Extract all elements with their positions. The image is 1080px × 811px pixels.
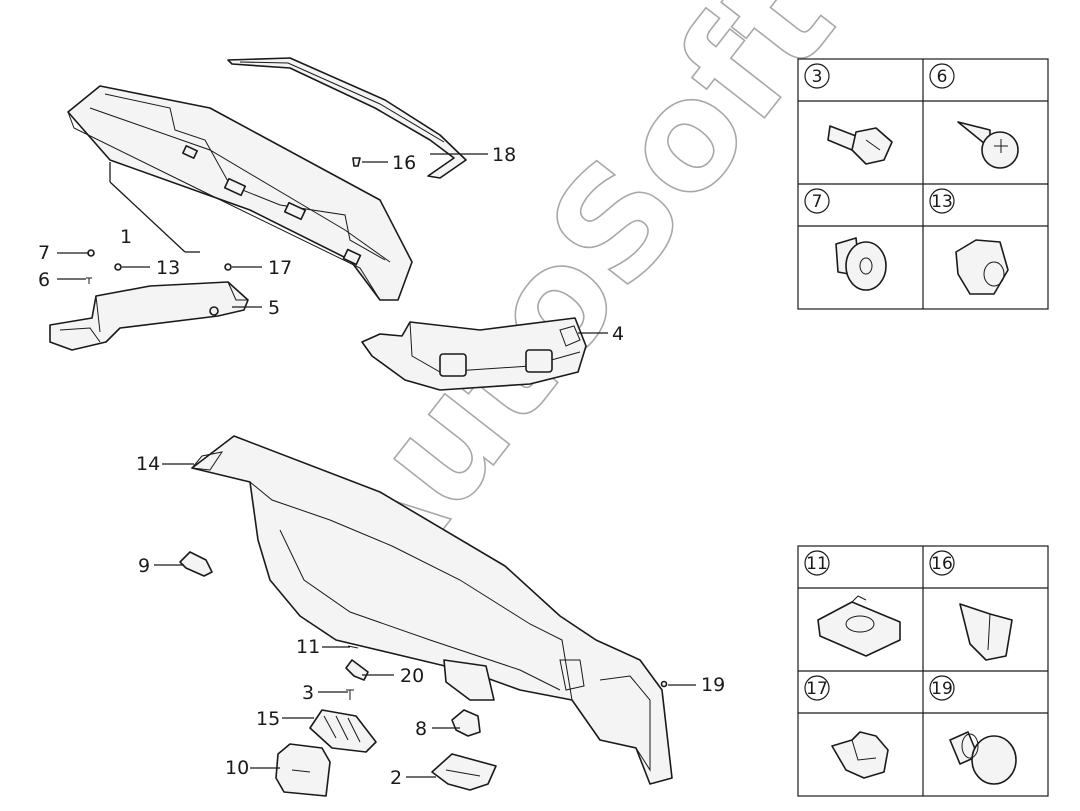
callout-6: 6 <box>38 269 50 291</box>
callout-1: 1 <box>120 226 132 248</box>
fastener-legend-top: 3 6 7 13 <box>797 58 1049 310</box>
legend-bottom-3: 19 <box>931 679 953 699</box>
push-clip-icon <box>835 237 887 291</box>
part-14-lower-trim-panel[interactable] <box>191 435 673 785</box>
speed-nut-icon <box>817 595 901 657</box>
callout-2: 2 <box>390 767 402 789</box>
retainer-clip-icon <box>831 731 889 779</box>
legend-top-0: 3 <box>812 67 823 87</box>
callout-3: 3 <box>302 682 314 704</box>
leader-lines <box>57 153 696 778</box>
legend-bottom-2: 17 <box>806 679 828 699</box>
callout-14: 14 <box>136 453 160 475</box>
fastener-legend-bottom: 11 16 17 19 <box>797 545 1049 797</box>
part-20-clip[interactable] <box>345 659 369 681</box>
part-1-upper-trim[interactable] <box>67 85 413 301</box>
part-10-cap[interactable] <box>275 743 331 797</box>
callout-5: 5 <box>268 297 280 319</box>
callout-8: 8 <box>415 718 427 740</box>
callout-13: 13 <box>156 257 180 279</box>
part-15-cover[interactable] <box>309 709 377 753</box>
callout-20: 20 <box>400 665 424 687</box>
callout-19: 19 <box>701 674 725 696</box>
grommet-nut-icon <box>955 239 1009 295</box>
callout-15: 15 <box>256 708 280 730</box>
part-4-center-bracket[interactable] <box>361 317 587 391</box>
callout-17: 17 <box>268 257 292 279</box>
spring-clip-icon <box>959 603 1013 661</box>
screw-icon <box>957 121 1019 169</box>
part-8-clip[interactable] <box>451 709 481 737</box>
part-2-handle[interactable] <box>431 753 497 791</box>
part-18-seal-strip[interactable] <box>227 57 467 179</box>
legend-top-1: 6 <box>937 67 948 87</box>
callout-10: 10 <box>225 757 249 779</box>
part-5-left-bracket[interactable] <box>49 281 249 351</box>
legend-bottom-0: 11 <box>806 554 828 574</box>
callout-labels: 1 18 16 7 6 13 17 5 4 14 9 11 20 3 15 8 … <box>38 144 725 789</box>
callout-4: 4 <box>612 323 624 345</box>
legend-top-3: 13 <box>931 192 953 212</box>
legend-top-2: 7 <box>812 192 823 212</box>
callout-7: 7 <box>38 242 50 264</box>
legend-bottom-1: 16 <box>931 554 953 574</box>
bolt-icon <box>827 125 893 165</box>
push-rivet-icon <box>949 731 1017 785</box>
part-9-clip[interactable] <box>179 551 213 577</box>
callout-9: 9 <box>138 555 150 577</box>
callout-18: 18 <box>492 144 516 166</box>
callout-11: 11 <box>296 636 320 658</box>
callout-16: 16 <box>392 152 416 174</box>
